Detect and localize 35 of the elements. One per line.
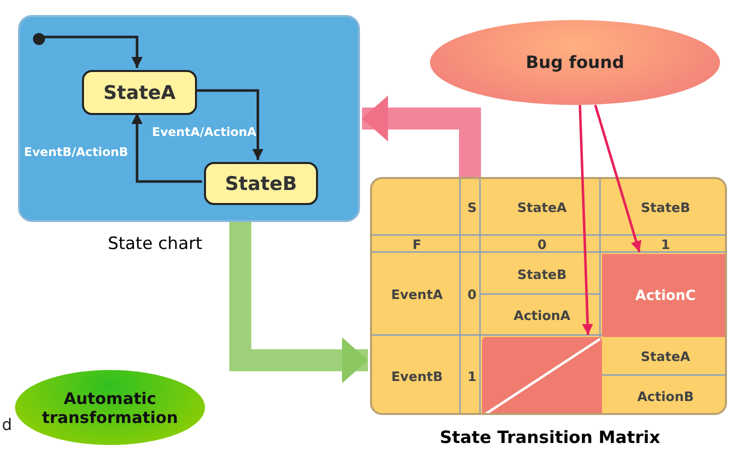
table-cell-text: EventA [390,287,444,305]
table-cell-text: EventB [390,368,444,386]
initial-state-dot [33,33,45,45]
highlighted-cell: ActionC [602,254,725,337]
matrix-caption: State Transition Matrix [438,427,662,450]
table-cell-text: 1 [660,237,672,254]
edge-label: EventB/ActionB [22,144,130,160]
table-cell-text: ActionB [636,388,695,406]
table-cell-text: 0 [466,287,478,305]
arrow [578,104,594,336]
state-chart-caption: State chart [106,233,204,256]
automatic-transformation-ellipse: Automatic transformation [15,370,205,445]
table-cell-text: StateA [640,348,692,366]
state-box: StateA [82,70,197,115]
block-arrow [362,96,481,177]
edge-label: EventA/ActionA [150,124,258,140]
table-cell-text: StateB [640,200,692,218]
table-cell-text: 1 [466,368,478,386]
state-box: StateB [204,162,318,205]
arrow [594,104,642,252]
arrow [43,36,143,68]
table-cell-text: F [412,237,422,254]
state-chart-panel [18,15,360,222]
table-cell-text: 0 [536,237,548,254]
table-cell-text: ActionA [512,308,572,326]
transition-matrix-table [370,177,727,415]
arrow [132,113,202,183]
table-cell-text: StateB [516,266,568,284]
arrow [195,89,264,160]
invalid-cell [482,337,602,413]
block-arrow [229,222,368,384]
table-cell-text: StateA [516,200,568,218]
table-cell-text: S [466,200,478,218]
text-fragment: d [0,414,14,436]
bug-found-ellipse: Bug found [430,20,720,105]
